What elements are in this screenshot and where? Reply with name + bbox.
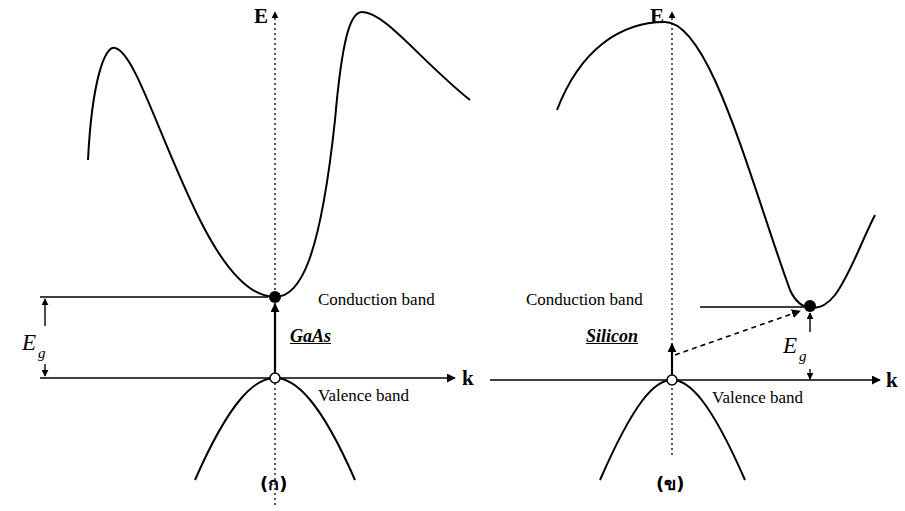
axis-label: E (254, 4, 268, 28)
band-label: Conduction band (318, 290, 435, 310)
material-label: GaAs (290, 326, 331, 347)
gap-level-line (40, 296, 268, 297)
gap-subscript: g (799, 348, 807, 365)
gap-level-line (700, 306, 804, 307)
gap-arrow (809, 369, 810, 379)
material-label: Silicon (586, 326, 638, 347)
gap-arrow (809, 313, 810, 332)
indirect-transition-arrow (675, 311, 800, 355)
axis-label: E (650, 4, 664, 28)
gap-symbol: E (783, 333, 797, 359)
energy-axis (274, 12, 275, 505)
direct-transition-arrow (274, 304, 276, 373)
k-axis (40, 377, 455, 379)
gap-arrow (44, 364, 45, 376)
conduction-band-curve (88, 12, 470, 297)
panel-label: (ก) (260, 474, 287, 495)
electron-dot (269, 291, 281, 303)
band-label: Valence band (712, 388, 803, 408)
hole-dot (667, 375, 677, 385)
conduction-band-curve (557, 22, 875, 308)
photon-arrow (671, 344, 673, 375)
electron-dot (804, 300, 816, 312)
band-label: Conduction band (526, 290, 643, 310)
energy-axis (671, 12, 672, 455)
panel-label: (ข) (656, 474, 684, 495)
band-label: Valence band (318, 386, 409, 406)
axis-label: k (886, 368, 898, 392)
axis-label: k (462, 366, 474, 390)
k-axis (490, 379, 880, 381)
gap-arrow (44, 299, 45, 326)
gap-subscript: g (38, 345, 46, 362)
gap-symbol: E (22, 330, 36, 356)
hole-dot (270, 373, 280, 383)
